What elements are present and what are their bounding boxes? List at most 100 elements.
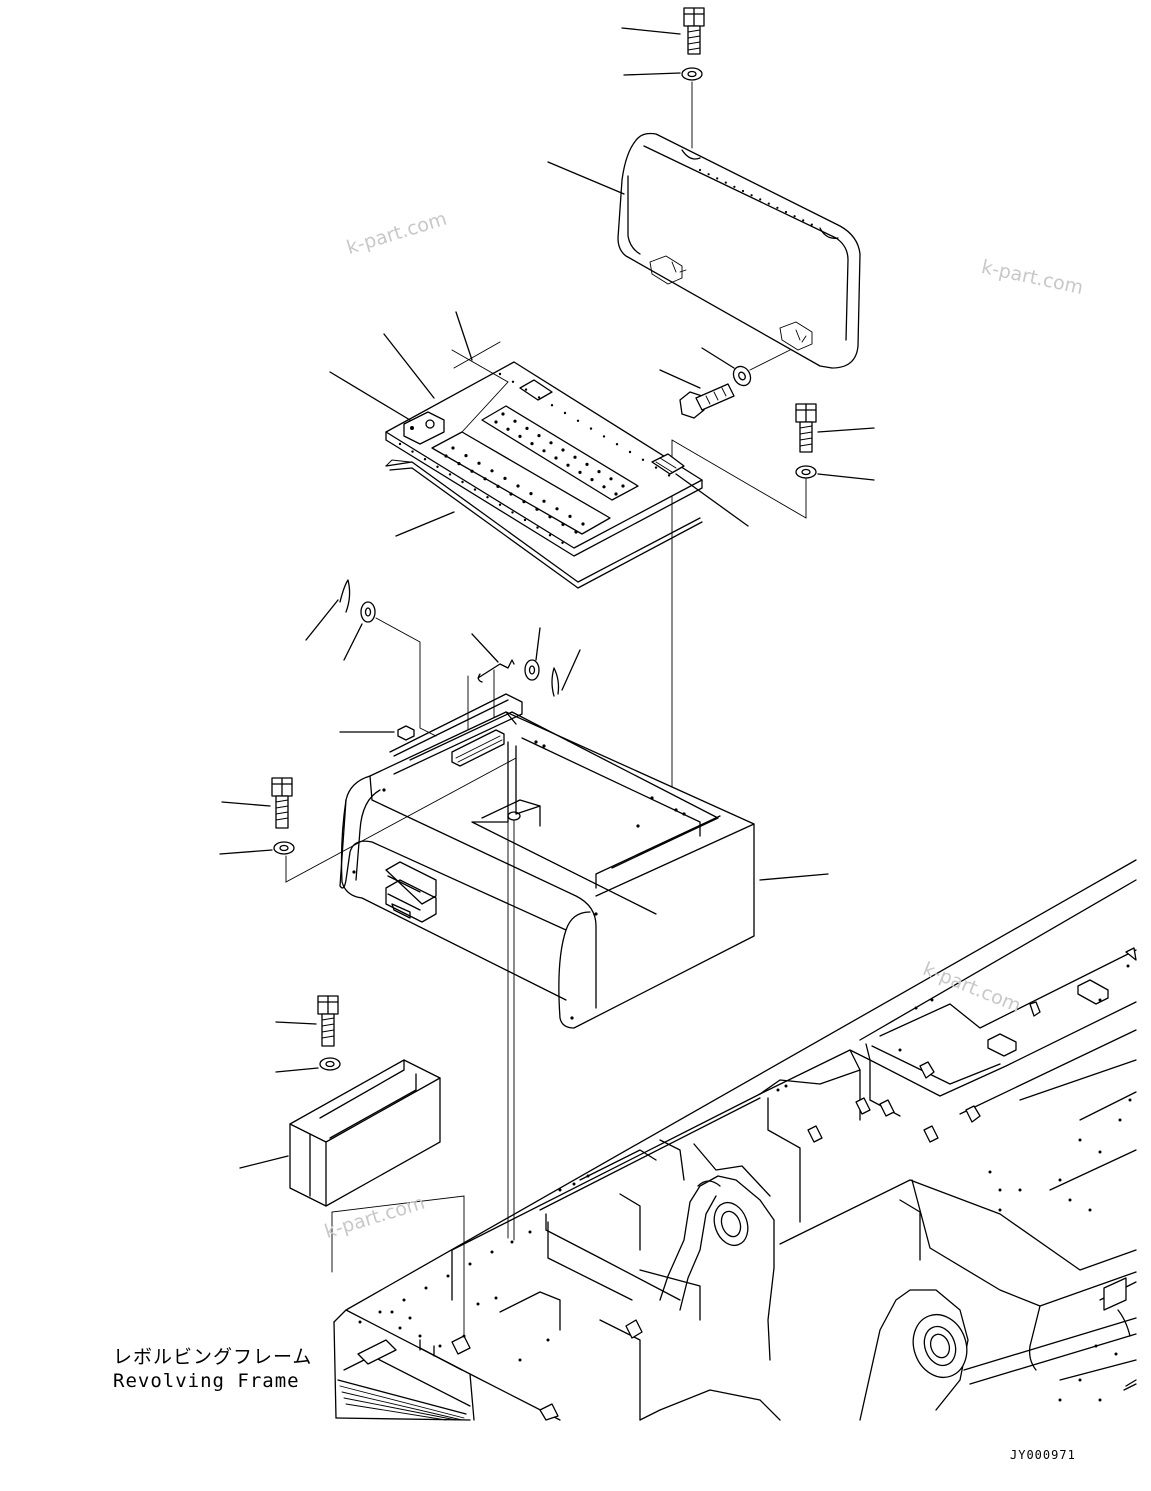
mat-hole — [542, 499, 546, 503]
cover-dot — [784, 210, 788, 214]
cover-dot — [750, 194, 753, 197]
plate-edge-hole — [498, 503, 502, 506]
plate-edge-hole — [461, 480, 464, 484]
cover-washer — [701, 347, 791, 387]
plate-edge-hole — [628, 450, 632, 454]
mat-hole — [548, 515, 552, 519]
cover-dot — [793, 215, 796, 218]
revolving-frame — [333, 859, 1137, 1421]
plate-edge-hole — [550, 404, 554, 407]
cover-dot — [767, 202, 770, 205]
frame-rivet — [998, 1208, 1002, 1212]
frame-rivet — [1114, 1352, 1118, 1356]
frame-rivet — [998, 1188, 1002, 1192]
frame-rivet — [1128, 1098, 1132, 1102]
top-cover-dots — [698, 168, 813, 226]
left-washer — [219, 757, 517, 883]
bracket-box — [239, 1059, 465, 1335]
frame-rivet — [402, 1298, 406, 1302]
plate-edge-hole — [511, 380, 515, 383]
mat-hole — [522, 500, 526, 504]
plate-edge-hole — [536, 526, 539, 529]
cover-dot — [733, 185, 736, 188]
mat-hole — [537, 434, 541, 438]
plate-edge-hole — [589, 427, 593, 430]
frame-rivet — [494, 1296, 498, 1300]
mat-hole — [566, 463, 570, 467]
frame-rivet — [1058, 1398, 1062, 1402]
frame-label: レボルビングフレーム Revolving Frame — [113, 1345, 312, 1393]
mat-hole — [496, 484, 500, 488]
frame-rivet — [988, 1170, 992, 1174]
plate-edge-hole — [563, 411, 567, 415]
mat-hole — [614, 492, 618, 496]
frame-rivet — [1098, 1398, 1102, 1402]
mat-hole — [602, 485, 606, 489]
mat-hole — [555, 507, 559, 511]
plate-edge-hole — [524, 388, 528, 391]
mat-hole — [549, 441, 553, 445]
plate-edge-hole — [486, 496, 489, 499]
mat-hole — [554, 456, 558, 460]
frame-rivet — [490, 1250, 494, 1254]
floor-plate — [329, 311, 749, 557]
cover-dot — [776, 206, 779, 209]
mat-hole — [621, 484, 625, 488]
cover-dot — [759, 198, 762, 201]
mat-hole — [609, 477, 613, 481]
frame-dots — [358, 964, 1132, 1402]
cover-dot — [741, 189, 745, 193]
mat-hole — [490, 469, 494, 473]
plate-edge-hole — [436, 465, 439, 468]
mat-hole — [494, 420, 498, 424]
mat-hole — [530, 442, 534, 446]
top-bolt — [621, 7, 705, 55]
drawing-code: JY000971 — [1010, 1448, 1076, 1462]
frame-rivet — [1058, 1178, 1062, 1182]
mat-hole — [509, 492, 513, 496]
plate-edge-hole — [411, 450, 414, 453]
frame-rivet — [1018, 1188, 1022, 1192]
frame-rivet — [390, 1310, 394, 1314]
frame-rivet — [468, 1262, 472, 1266]
mat-hole — [501, 412, 505, 416]
frame-rivet — [930, 998, 934, 1002]
mat-hole — [581, 522, 585, 526]
frame-rivet — [424, 1286, 428, 1290]
frame-label-japanese: レボルビングフレーム — [113, 1346, 313, 1368]
mat-hole — [535, 507, 539, 511]
top-cover — [547, 132, 861, 369]
plate-edge-hole — [511, 511, 514, 514]
frame-rivet — [558, 1188, 562, 1192]
plate-edge-hole — [641, 458, 645, 461]
right-washer — [671, 439, 875, 831]
mat-hole — [444, 454, 448, 458]
cover-dot — [707, 173, 710, 176]
frame-rivet — [462, 1334, 466, 1338]
frame-rivet — [784, 1084, 788, 1088]
mat-hole — [574, 530, 578, 534]
frame-rivet — [1098, 1150, 1102, 1154]
frame-rivet — [1098, 998, 1102, 1002]
top-washer — [623, 67, 703, 149]
mat-hole — [470, 469, 474, 473]
right-clip-washer — [524, 627, 541, 681]
mat-hole — [561, 522, 565, 527]
frame-rivet — [446, 1274, 450, 1278]
plate-edge-hole — [448, 473, 452, 476]
left-clip-washer — [343, 601, 437, 737]
plate-edge-hole — [602, 435, 606, 438]
mat-hole — [503, 476, 507, 480]
right-bolt — [795, 403, 875, 453]
frame-rivet — [586, 1174, 590, 1178]
mat-hole — [457, 462, 461, 466]
frame-rivet — [528, 1230, 532, 1234]
battery-box — [339, 693, 829, 1241]
frame-rivet — [1078, 1378, 1082, 1382]
frame-rivet — [418, 1334, 422, 1338]
plate-edge-hole — [654, 466, 658, 469]
frame-rivet — [408, 1316, 412, 1320]
plate-edge-hole — [615, 443, 619, 446]
